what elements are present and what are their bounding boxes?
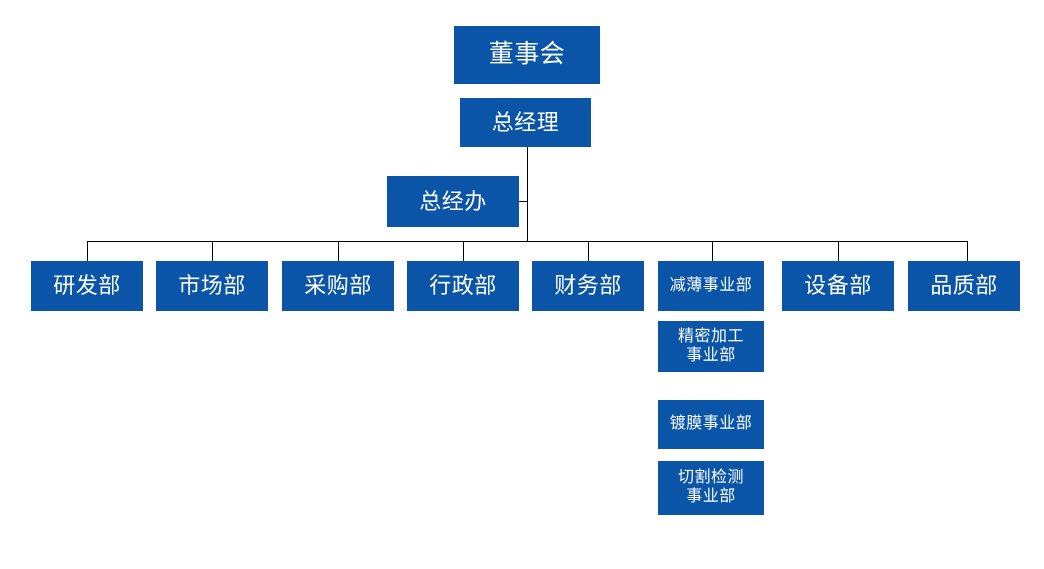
connector-drop-dept-quality [967, 241, 968, 262]
node-dept-quality[interactable]: 品质部 [908, 261, 1020, 311]
connector-gm-to-bus [527, 147, 528, 242]
connector-drop-dept-rd [87, 241, 88, 262]
connector-drop-dept-finance [588, 241, 589, 262]
node-general-manager-office[interactable]: 总经办 [387, 176, 519, 227]
node-dept-thinning[interactable]: 减薄事业部 [658, 261, 764, 311]
node-dept-equipment[interactable]: 设备部 [782, 261, 894, 311]
connector-drop-dept-equipment [838, 241, 839, 262]
node-board[interactable]: 董事会 [454, 26, 600, 84]
connector-drop-dept-admin [463, 241, 464, 262]
connector-gm-office-stub [519, 201, 528, 202]
node-dept-finance[interactable]: 财务部 [532, 261, 644, 311]
node-dept-purchasing[interactable]: 采购部 [282, 261, 394, 311]
node-dept-admin[interactable]: 行政部 [407, 261, 519, 311]
node-div-cutting-inspection[interactable]: 切割检测 事业部 [658, 461, 764, 515]
connector-department-bus [87, 241, 968, 242]
node-general-manager[interactable]: 总经理 [460, 98, 591, 147]
node-div-precision-machining[interactable]: 精密加工 事业部 [658, 321, 764, 372]
connector-drop-dept-marketing [212, 241, 213, 262]
node-dept-rd[interactable]: 研发部 [31, 261, 143, 311]
connector-drop-dept-thinning [712, 241, 713, 262]
node-div-coating[interactable]: 镀膜事业部 [658, 400, 764, 449]
connector-drop-dept-purchasing [338, 241, 339, 262]
node-dept-marketing[interactable]: 市场部 [156, 261, 268, 311]
